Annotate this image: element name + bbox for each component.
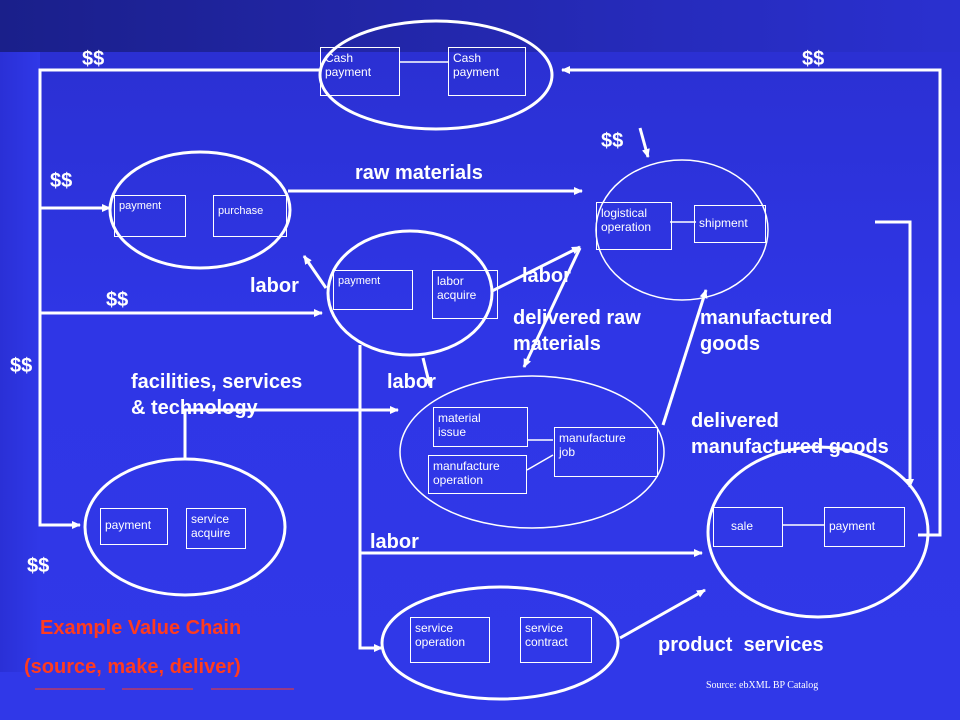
right-loop-line <box>561 66 942 537</box>
dollars-label: $$ <box>50 170 73 192</box>
labor-payment-box[interactable]: payment <box>333 270 413 310</box>
dollars-label: $$ <box>106 289 129 311</box>
sale-ellipse <box>706 445 930 619</box>
manufactured-goods-label: manufactured goods <box>700 307 833 355</box>
service-ellipse <box>380 585 620 701</box>
service-payment-box[interactable]: payment <box>100 508 168 545</box>
dollar-loop-line <box>38 68 320 529</box>
dollars-label: $$ <box>601 130 624 152</box>
logistical-operation-box[interactable]: logistical operation <box>596 202 672 250</box>
sidebar-band <box>0 52 40 672</box>
dollars-label: $$ <box>802 48 825 70</box>
labor-label: labor <box>250 275 299 297</box>
sale-payment-box[interactable]: payment <box>824 507 905 547</box>
purchase-payment-box[interactable]: payment <box>114 195 186 237</box>
purchase-box[interactable]: purchase <box>213 195 287 237</box>
labor-label: labor <box>387 371 436 393</box>
source-note: Source: ebXML BP Catalog <box>706 680 819 691</box>
material-issue-box[interactable]: material issue <box>433 407 528 447</box>
manufacture-ellipse <box>399 375 665 529</box>
caption-subtitle: (source, make, deliver) <box>24 656 241 678</box>
service-contract-box[interactable]: service contract <box>520 617 592 663</box>
labor-label: labor <box>522 265 571 287</box>
manufacture-job-box[interactable]: manufacture job <box>554 427 658 477</box>
labor-label: labor <box>370 531 419 553</box>
raw-materials-label: raw materials <box>355 162 483 184</box>
service-operation-box[interactable]: service operation <box>410 617 490 663</box>
delivered-manufactured-goods-label: delivered manufactured goods <box>691 410 889 458</box>
dollars-label: $$ <box>10 355 33 377</box>
sale-box[interactable]: sale <box>713 507 783 547</box>
facilities-label: facilities, services & technology <box>131 371 303 419</box>
manufacture-operation-box[interactable]: manufacture operation <box>428 455 527 494</box>
service-acquire-box[interactable]: service acquire <box>186 508 246 549</box>
dollars-label: $$ <box>82 48 105 70</box>
dollars-label: $$ <box>27 555 50 577</box>
caption-title: Example Value Chain <box>40 617 242 639</box>
labor-ellipse <box>326 229 494 357</box>
shipment-box[interactable]: shipment <box>694 205 766 243</box>
labor-acquire-box[interactable]: labor acquire <box>432 270 498 319</box>
product-services-label: product services <box>658 634 824 656</box>
delivered-raw-materials-label: delivered raw materials <box>513 307 641 355</box>
cash-payment-box[interactable]: Cash payment <box>448 47 526 96</box>
cash-payment-box[interactable]: Cash payment <box>320 47 400 96</box>
